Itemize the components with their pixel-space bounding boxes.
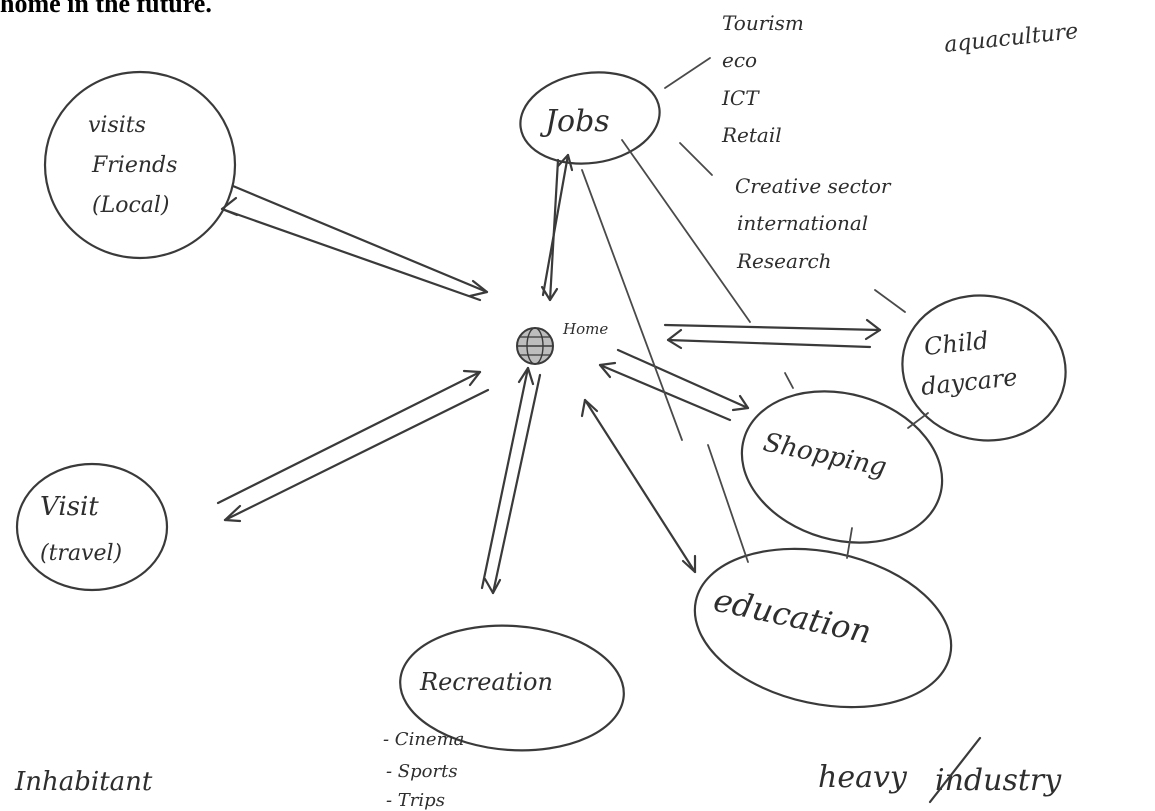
- child-daycare-node: [901, 294, 1067, 442]
- arrow-home-travel: [216, 369, 490, 523]
- recreation-label: Recreation: [419, 668, 553, 696]
- jobs-label: Jobs: [539, 104, 610, 139]
- globe-icon: [516, 327, 554, 365]
- heavy-word: heavy: [818, 760, 908, 795]
- strike-line: [928, 736, 982, 804]
- home-label: Home: [562, 320, 608, 338]
- education-label: education: [710, 581, 874, 651]
- arrow-home-shopping: [598, 348, 750, 422]
- visits-friends-label-3: (Local): [92, 193, 170, 218]
- jobs-note-creative: Creative sector: [735, 174, 892, 198]
- recreation-item-sports: - Sports: [386, 761, 458, 782]
- arrow-home-friends: [220, 184, 489, 302]
- visit-travel-label-1: Visit: [40, 492, 99, 522]
- shopping-node: [740, 390, 944, 544]
- shopping-label: Shopping: [761, 428, 890, 483]
- education-node: [693, 547, 953, 709]
- connector-lines: [581, 57, 929, 563]
- arrow-home-education: [580, 398, 697, 574]
- jobs-node: [519, 71, 661, 165]
- recreation-item-cinema: - Cinema: [383, 729, 464, 750]
- jobs-note-research: Research: [736, 249, 832, 273]
- jobs-note-eco: eco: [722, 48, 757, 72]
- inhabitant-label: Inhabitant: [14, 767, 153, 797]
- visit-travel-node: [15, 462, 169, 592]
- recreation-node: [399, 624, 625, 752]
- header-fragment: home in the future.: [0, 0, 212, 18]
- recreation-item-trips: - Trips: [386, 790, 445, 811]
- child-daycare-label-2: daycare: [920, 363, 1019, 401]
- child-daycare-label-1: Child: [923, 326, 990, 361]
- jobs-note-ict: ICT: [721, 86, 760, 110]
- arrow-home-recreation: [480, 366, 542, 595]
- heavy-industry-note: heavy industry: [818, 736, 1062, 804]
- jobs-note-international: international: [737, 211, 868, 235]
- arrow-home-daycare: [663, 318, 882, 350]
- jobs-note-retail: Retail: [721, 123, 782, 147]
- jobs-note-tourism: Tourism: [722, 11, 804, 35]
- aquaculture-note: aquaculture: [943, 19, 1079, 58]
- visits-friends-label-1: visits: [88, 113, 146, 138]
- industry-word: industry: [935, 763, 1062, 798]
- arrow-home-jobs: [540, 153, 574, 302]
- visits-friends-node: [43, 70, 237, 260]
- visit-travel-label-2: (travel): [40, 541, 122, 566]
- visits-friends-label-2: Friends: [91, 153, 177, 178]
